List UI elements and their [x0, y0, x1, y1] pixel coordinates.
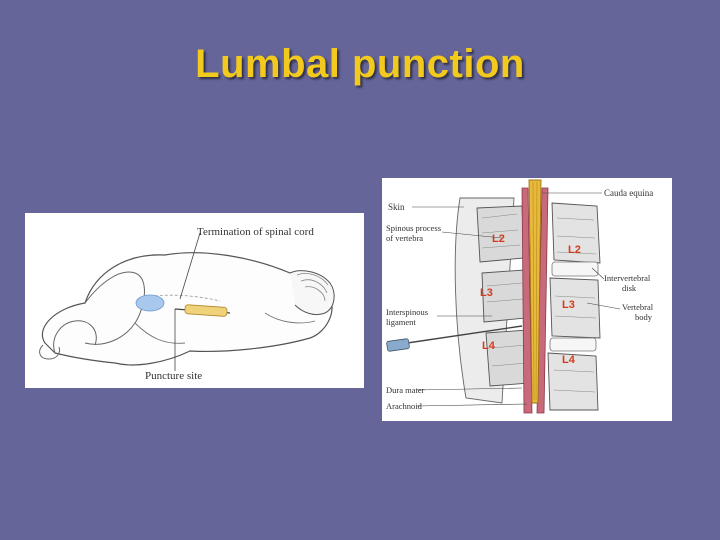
vertebra-l3-right: L3 — [562, 299, 575, 311]
slide-title: Lumbal punction — [195, 42, 525, 86]
needle — [386, 325, 523, 347]
label-dura-mater: Dura mater — [386, 385, 425, 395]
label-spinous-2: of vertebra — [386, 233, 423, 243]
label-interspinous-2: ligament — [386, 317, 416, 327]
spine-illustration: L2 L2 L3 L3 L4 L4 Skin Cauda equina Spin… — [386, 179, 654, 414]
needle-hub — [386, 338, 410, 352]
label-skin: Skin — [388, 202, 405, 212]
label-puncture-site: Puncture site — [145, 370, 202, 382]
vertebral-bodies — [547, 202, 601, 411]
label-body-2: body — [635, 312, 653, 322]
label-termination: Termination of spinal cord — [197, 226, 314, 238]
patient-position-figure: Termination of spinal cord Puncture site — [25, 213, 364, 388]
spine-section-figure: L2 L2 L3 L3 L4 L4 Skin Cauda equina Spin… — [382, 178, 672, 421]
vertebra-l3-left: L3 — [480, 287, 493, 299]
label-spinous-1: Spinous process — [386, 223, 441, 233]
label-cauda-equina: Cauda equina — [604, 188, 653, 198]
label-disk-2: disk — [622, 283, 637, 293]
bone-hatching — [481, 213, 597, 393]
vertebra-l2-right: L2 — [568, 244, 581, 256]
vertebra-l4-right: L4 — [562, 354, 576, 366]
label-body-1: Vertebral — [622, 302, 654, 312]
leader-lines — [412, 192, 621, 407]
vertebra-l4-left: L4 — [482, 340, 496, 352]
label-disk-1: Intervertebral — [604, 273, 651, 283]
label-arachnoid: Arachnoid — [386, 401, 423, 411]
cauda-equina — [528, 179, 542, 404]
patient-illustration: Termination of spinal cord Puncture site — [39, 226, 335, 382]
vertebra-l2-left: L2 — [492, 233, 505, 245]
intervertebral-disks — [549, 261, 599, 352]
label-interspinous-1: Interspinous — [386, 307, 428, 317]
